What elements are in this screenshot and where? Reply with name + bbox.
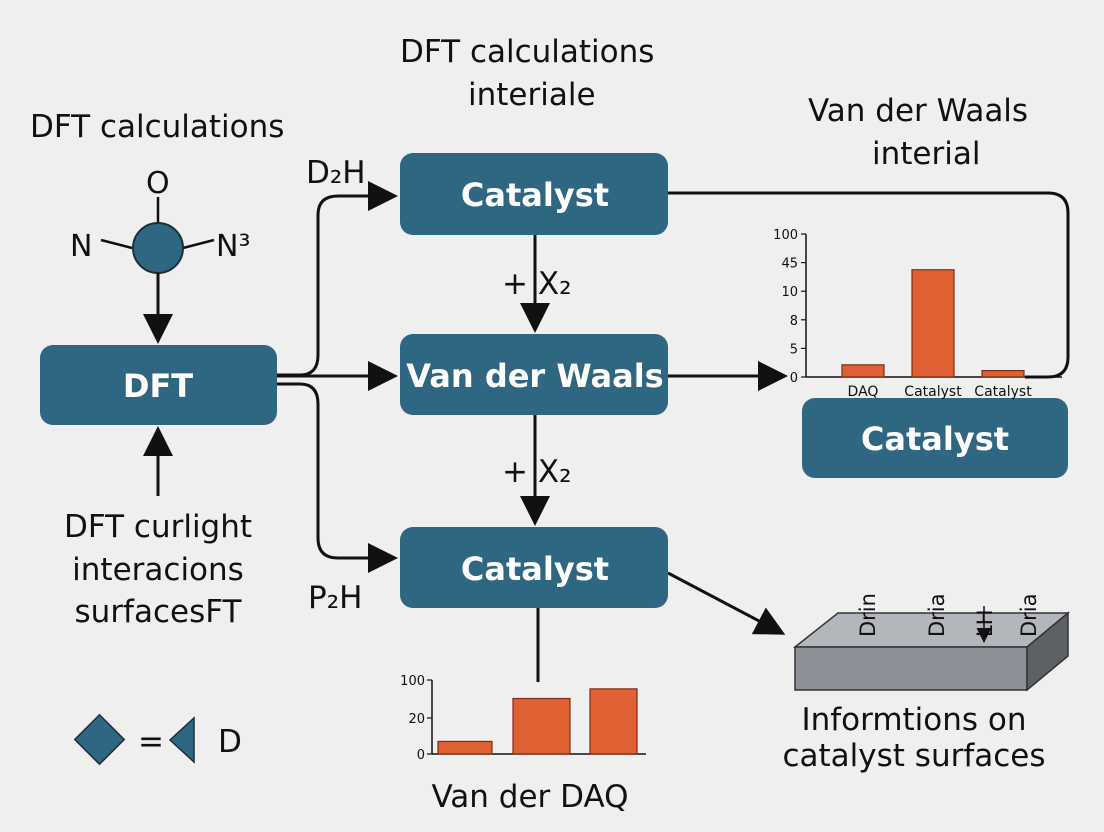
top-right-title-line-2: interial xyxy=(872,136,980,172)
chart-top-tick-label: 10 xyxy=(781,285,798,300)
top-left-title: DFT calculations xyxy=(30,109,284,145)
catalyst-top-box: Catalyst xyxy=(400,153,668,235)
molecule-center-atom xyxy=(132,222,184,274)
atom-right-label: N³ xyxy=(216,229,250,264)
left-caption-line-1: DFT curlight xyxy=(64,509,252,545)
chart-top-category-label: DAQ xyxy=(848,384,879,400)
chart-top-bar xyxy=(841,364,885,378)
chart-top-category-label: Catalyst xyxy=(904,384,962,400)
catalyst-top-box-label: Catalyst xyxy=(461,176,609,214)
dft-box-label: DFT xyxy=(123,367,193,405)
chart-bottom-tick-label: 20 xyxy=(408,712,425,727)
chart-bottom-tick-label: 100 xyxy=(400,674,425,689)
surface-label: Drin xyxy=(856,593,880,637)
top-center-title-line-1: DFT calculations xyxy=(400,34,654,70)
legend: = D xyxy=(73,713,242,766)
chart-top-tick-label: 0 xyxy=(790,371,798,386)
arrow-dft-to-catalyst-top xyxy=(277,181,398,377)
surface-label: Dria xyxy=(1017,593,1041,637)
chart-top-tick-label: 8 xyxy=(790,314,798,329)
chart-top-category-label: Catalyst xyxy=(974,384,1032,400)
diamond-icon xyxy=(73,713,126,766)
catalyst-bottom-box-label: Catalyst xyxy=(461,550,609,588)
connector-catalyst-top-to-chart xyxy=(668,191,1070,379)
arrow-dft-to-catalyst-bottom xyxy=(277,382,398,573)
chart-top-bar xyxy=(911,269,955,378)
catalyst-right-box: Catalyst xyxy=(802,398,1068,478)
chart-top-tick-label: 5 xyxy=(790,342,798,357)
atom-top-label: O xyxy=(146,166,170,201)
atom-left-label: N xyxy=(70,229,92,264)
left-caption-line-3: surfacesFT xyxy=(75,594,243,630)
surface-label: Dria xyxy=(925,593,949,637)
bottom-right-caption-line-2: catalyst surfaces xyxy=(782,738,1045,774)
chart-bottom-tick-label: 0 xyxy=(417,748,425,763)
half-diamond-icon xyxy=(168,716,195,764)
catalyst-right-box-label: Catalyst xyxy=(861,420,1009,458)
left-caption-line-2: interacions xyxy=(72,552,244,588)
vdw-box-label: Van der Waals xyxy=(406,357,663,395)
p2h-label: P₂H xyxy=(308,580,362,616)
bottom-right-caption-line-1: Informtions on xyxy=(801,702,1026,738)
bottom-bar-chart: 100 20 0 xyxy=(400,674,646,763)
x2-bottom-label: + X₂ xyxy=(502,454,572,490)
bottom-chart-caption: Van der DAQ xyxy=(431,779,628,815)
molecule: O N N³ xyxy=(70,166,250,274)
chart-top-tick-label: 100 xyxy=(773,228,798,243)
chart-bottom-bar xyxy=(437,740,493,755)
surface-labels: Drin Dria LH Dria xyxy=(856,593,1041,637)
legend-equals: = xyxy=(138,724,164,760)
surface-label: LH xyxy=(973,610,997,638)
arrow-catalyst-to-surface xyxy=(667,571,786,635)
d2h-label: D₂H xyxy=(306,155,366,191)
vdw-box: Van der Waals xyxy=(400,334,668,415)
catalyst-surface-slab xyxy=(792,606,1071,692)
legend-letter: D xyxy=(218,724,242,760)
top-right-title-line-1: Van der Waals xyxy=(808,93,1028,129)
x2-top-label: + X₂ xyxy=(502,266,572,302)
catalyst-bottom-box: Catalyst xyxy=(400,527,668,608)
top-center-title-line-2: interiale xyxy=(468,77,596,113)
chart-bottom-bar xyxy=(589,688,638,755)
chart-bottom-bar xyxy=(512,697,571,755)
chart-top-bar xyxy=(981,369,1025,378)
dft-box: DFT xyxy=(40,345,277,425)
chart-top-tick-label: 45 xyxy=(781,257,798,272)
